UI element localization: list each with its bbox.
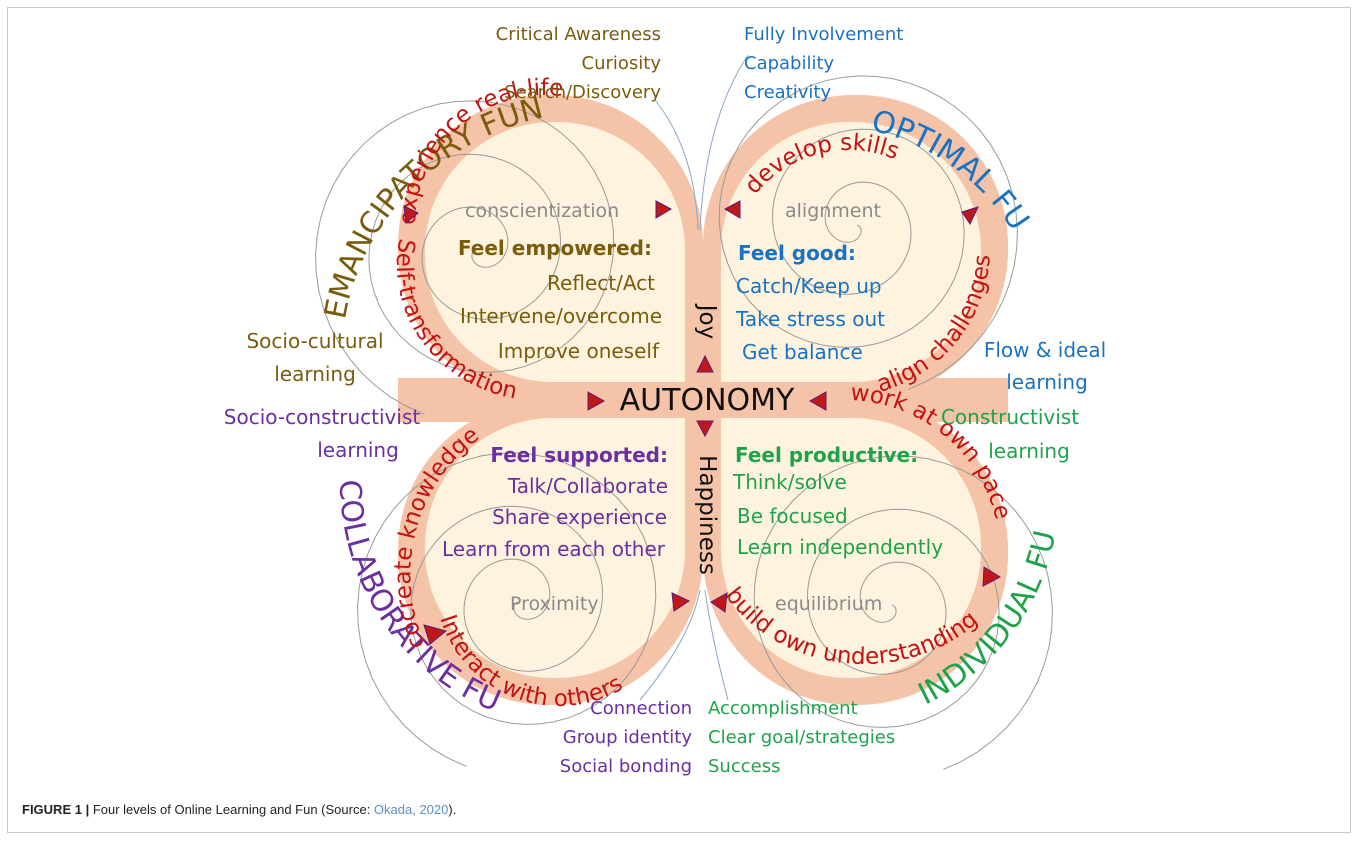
- spiral-label-equilibrium: equilibrium: [775, 593, 882, 615]
- feel-supported-item: Learn from each other: [442, 537, 666, 561]
- marker-triangle: [808, 391, 827, 411]
- caption-label: FIGURE 1 |: [22, 802, 90, 817]
- marker-triangle: [961, 206, 979, 226]
- emancipatory-learning: Socio-cultural learning: [246, 329, 383, 386]
- learning-label: Constructivist: [941, 405, 1079, 429]
- feel-good-title: Feel good:: [738, 241, 856, 265]
- outer-item: Connection: [590, 698, 692, 719]
- spiral-individual: [753, 455, 1053, 770]
- spiral-emancipatory: [315, 100, 615, 415]
- marker-triangle: [696, 420, 714, 438]
- spiral-label-alignment: alignment: [785, 200, 881, 222]
- learning-label: learning: [317, 438, 399, 462]
- petal-emancipatory: [425, 122, 685, 382]
- joy-label: Joy: [694, 303, 720, 339]
- feel-supported-item: Talk/Collaborate: [507, 474, 668, 498]
- marker-triangle: [710, 592, 728, 613]
- outer-item: Search/Discovery: [504, 82, 661, 103]
- caption-text: Four levels of Online Learning and Fun (…: [89, 802, 374, 817]
- feel-good-item: Get balance: [742, 340, 863, 364]
- petal-optimal: [721, 122, 981, 382]
- caption-end: ).: [448, 802, 457, 817]
- spiral-optimal: [718, 75, 1018, 390]
- spiral-labels: conscientization alignment Proximity equ…: [465, 200, 882, 615]
- feel-productive-item: Be focused: [737, 504, 848, 528]
- connector-individual: [704, 589, 729, 701]
- feel-productive-item: Think/solve: [732, 470, 847, 494]
- feel-empowered-item: Reflect/Act: [547, 271, 655, 295]
- marker-triangle: [696, 354, 714, 373]
- learning-label: Socio-constructivist: [224, 405, 421, 429]
- learning-label: Flow & ideal: [984, 338, 1106, 362]
- feel-supported-item: Share experience: [492, 505, 667, 529]
- outer-item: Success: [708, 756, 780, 777]
- feel-productive-title: Feel productive:: [735, 443, 918, 467]
- outer-item: Social bonding: [560, 756, 692, 777]
- outer-item: Creativity: [744, 82, 831, 103]
- feel-supported-title: Feel supported:: [490, 443, 668, 467]
- marker-triangle: [671, 592, 691, 612]
- marker-triangle: [982, 566, 1002, 587]
- feel-empowered-item: Improve oneself: [498, 339, 660, 363]
- marker-triangle: [587, 391, 606, 411]
- feel-supported-block: Feel supported: Talk/Collaborate Share e…: [442, 443, 668, 561]
- connector-optimal: [699, 54, 749, 231]
- learning-label: learning: [274, 362, 356, 386]
- outer-item: Critical Awareness: [496, 24, 661, 45]
- feel-good-item: Catch/Keep up: [736, 274, 882, 298]
- spiral-collaborative: [357, 452, 657, 767]
- marker-triangle: [723, 200, 741, 219]
- optimal-outer-items: Fully Involvement Capability Creativity: [744, 24, 903, 103]
- feel-productive-item: Learn independently: [737, 535, 943, 559]
- connector-collaborative: [639, 589, 701, 701]
- marker-triangle: [423, 624, 448, 645]
- marker-triangle: [403, 205, 419, 224]
- emancipatory-outer-items: Critical Awareness Curiosity Search/Disc…: [496, 24, 662, 103]
- ring-band-horizontal: [398, 378, 1008, 422]
- petal-individual: [721, 418, 981, 678]
- learning-label: learning: [988, 439, 1070, 463]
- outer-item: Capability: [744, 53, 835, 74]
- outer-item: Group identity: [563, 727, 693, 748]
- optimal-learning: Flow & ideal learning: [984, 338, 1106, 394]
- collaborative-outer-items: Connection Group identity Social bonding: [560, 698, 693, 777]
- feel-empowered-item: Intervene/overcome: [460, 304, 662, 328]
- connector-lines: [639, 54, 749, 701]
- outer-item: Curiosity: [582, 53, 662, 74]
- feel-empowered-title: Feel empowered:: [458, 236, 652, 260]
- happiness-label: Happiness: [694, 455, 720, 575]
- learning-label: Socio-cultural: [246, 329, 383, 353]
- spirals: [315, 75, 1053, 770]
- figure-frame: [7, 7, 1351, 833]
- outer-item: Clear goal/strategies: [708, 727, 895, 748]
- spiral-label-conscientization: conscientization: [465, 200, 619, 222]
- autonomy-label: AUTONOMY: [620, 383, 795, 418]
- outer-item: Accomplishment: [708, 698, 858, 719]
- petal-collaborative: [425, 418, 685, 678]
- feel-empowered-block: Feel empowered: Reflect/Act Intervene/ov…: [458, 236, 662, 363]
- outer-item: Fully Involvement: [744, 24, 903, 45]
- connector-emancipatory: [654, 99, 699, 231]
- feel-productive-block: Feel productive: Think/solve Be focused …: [732, 443, 943, 559]
- caption-reference-link[interactable]: Okada, 2020: [373, 802, 449, 817]
- figure-caption: FIGURE 1 | Four levels of Online Learnin…: [22, 802, 456, 817]
- marker-triangle: [655, 200, 673, 219]
- spiral-label-proximity: Proximity: [510, 593, 599, 615]
- feel-good-item: Take stress out: [735, 307, 885, 331]
- feel-good-block: Feel good: Catch/Keep up Take stress out…: [735, 241, 885, 364]
- individual-learning: Constructivist learning: [941, 405, 1079, 463]
- individual-outer-items: Accomplishment Clear goal/strategies Suc…: [708, 698, 895, 777]
- collaborative-learning: Socio-constructivist learning: [224, 405, 421, 462]
- learning-label: learning: [1006, 370, 1088, 394]
- inner-petals: [425, 122, 981, 678]
- direction-markers: [403, 200, 1002, 645]
